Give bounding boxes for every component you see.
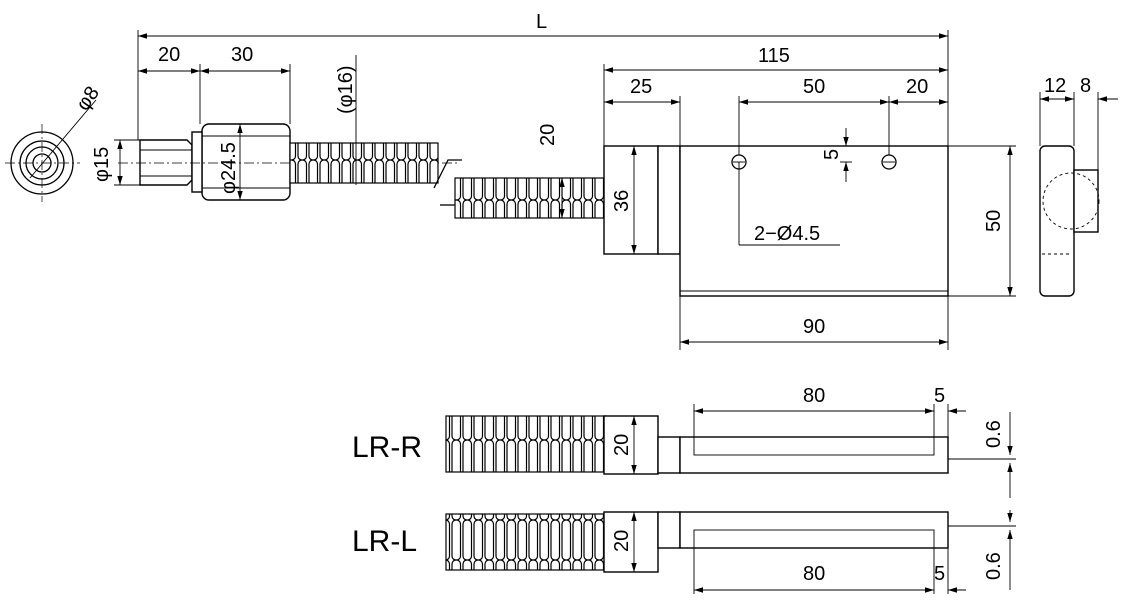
end-view: φ8 xyxy=(5,83,104,202)
lr-l-dim-80: 80 xyxy=(803,563,825,585)
dim-90: 90 xyxy=(803,316,825,338)
lr-r-dim-20: 20 xyxy=(611,434,633,456)
dim-20-side: 20 xyxy=(537,124,559,146)
dim-50-height: 50 xyxy=(983,210,1005,232)
dim-phi8: φ8 xyxy=(72,83,104,115)
dim-50-top: 50 xyxy=(803,76,825,98)
lr-l-dim-06: 0.6 xyxy=(983,552,1005,580)
dim-L: L xyxy=(536,11,547,33)
dim-phi24-5: φ24.5 xyxy=(218,142,240,194)
lr-r-dim-80: 80 xyxy=(803,385,825,407)
label-lr-r: LR-R xyxy=(352,431,422,464)
label-lr-l: LR-L xyxy=(352,525,417,558)
dim-20-head: 20 xyxy=(158,44,180,66)
dimensions-top: L 20 30 (φ16) φ15 φ24.5 115 25 50 20 xyxy=(91,11,1118,350)
dim-holes: 2−Ø4.5 xyxy=(754,223,820,245)
dim-20-top: 20 xyxy=(906,76,928,98)
lr-r-dim-5: 5 xyxy=(934,385,945,407)
sensor-head xyxy=(118,123,460,201)
dim-8: 8 xyxy=(1080,75,1091,97)
lr-l-dim-20: 20 xyxy=(611,530,633,552)
lr-r-dim-06: 0.6 xyxy=(983,420,1005,448)
dim-phi15: φ15 xyxy=(91,147,113,182)
dim-115: 115 xyxy=(758,45,790,67)
variant-lr-r: LR-R 80 5 20 0.6 xyxy=(352,385,1016,498)
variant-lr-l: LR-L 80 5 20 0.6 xyxy=(352,510,1016,594)
dim-phi16: (φ16) xyxy=(335,65,357,114)
dim-12: 12 xyxy=(1044,75,1066,97)
amplifier-side-view xyxy=(1039,145,1100,297)
amplifier-top-view: 2−Ø4.5 xyxy=(603,145,949,297)
dim-36: 36 xyxy=(611,190,633,212)
lr-l-dim-5: 5 xyxy=(934,563,945,585)
dim-30-head: 30 xyxy=(231,44,253,66)
cable-top xyxy=(289,142,606,219)
dim-25: 25 xyxy=(630,76,652,98)
dim-5: 5 xyxy=(821,149,843,160)
